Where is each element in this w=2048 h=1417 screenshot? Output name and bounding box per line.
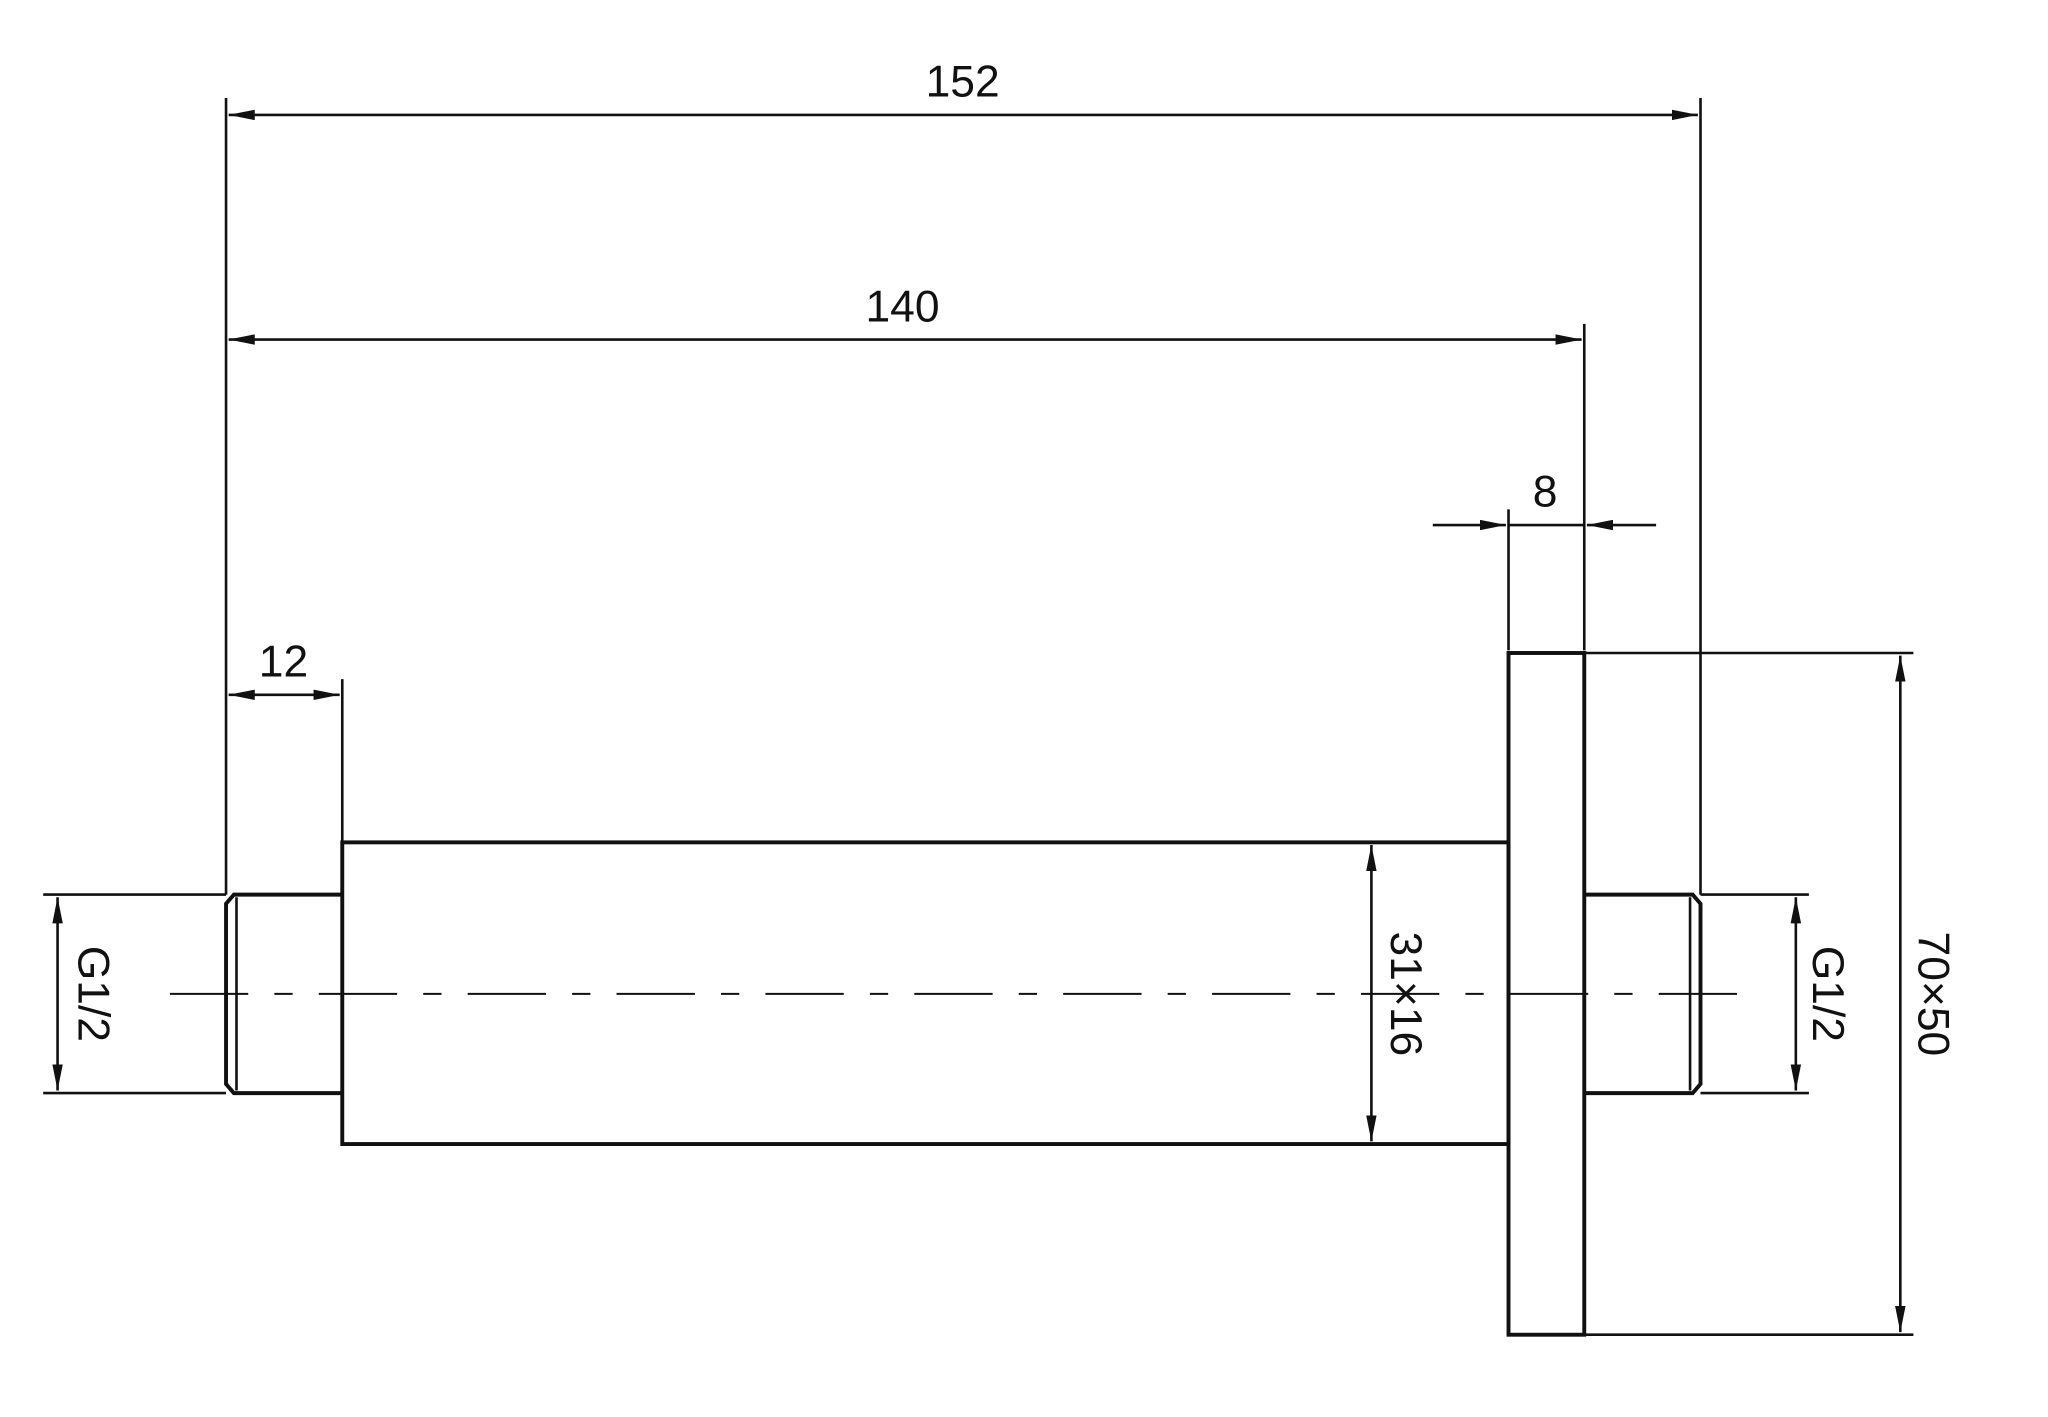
dimension-body-section: 31×16 xyxy=(1366,844,1430,1142)
dimension-label-70x50: 70×50 xyxy=(1909,932,1958,1057)
dimension-overall-length: 152 xyxy=(224,58,1702,895)
dimension-thread-length: 12 xyxy=(228,638,344,843)
dimension-body-length: 140 xyxy=(228,282,1586,651)
dimension-label-31x16: 31×16 xyxy=(1381,932,1430,1057)
dimension-flange-thickness: 8 xyxy=(1432,468,1657,651)
dimension-label-152: 152 xyxy=(926,58,1000,107)
dimension-outlet-thread: G1/2 xyxy=(1700,893,1852,1095)
dimension-label-12: 12 xyxy=(259,638,308,687)
part-outline xyxy=(169,651,1738,1337)
dimension-label-140: 140 xyxy=(866,282,940,331)
dimension-label-inlet-g12: G1/2 xyxy=(68,946,117,1042)
dimension-label-8: 8 xyxy=(1533,468,1558,517)
dimension-inlet-thread: G1/2 xyxy=(43,893,227,1095)
dimension-flange-size: 70×50 xyxy=(1584,651,1958,1337)
dimension-label-outlet-g12: G1/2 xyxy=(1803,946,1852,1042)
